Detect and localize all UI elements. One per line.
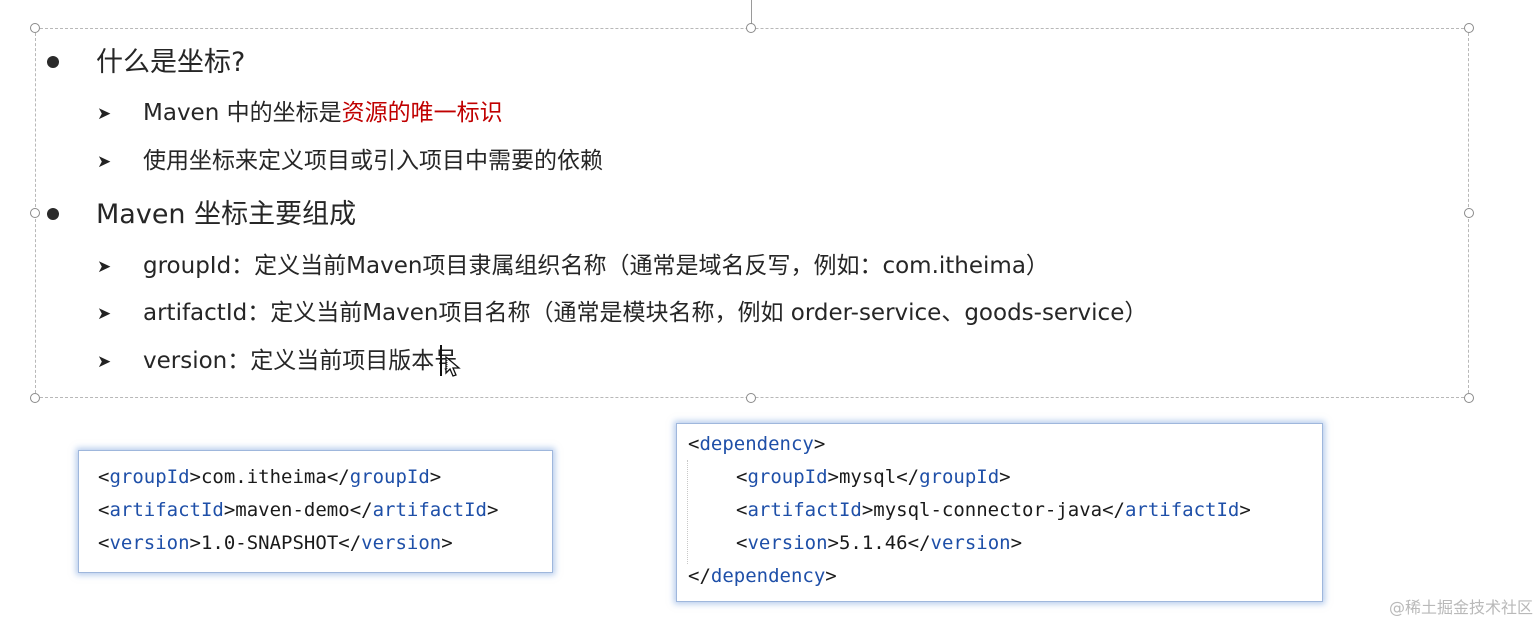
bullet-dot-icon <box>47 55 59 68</box>
section-heading-what-is-coordinate[interactable]: 什么是坐标? <box>47 48 245 78</box>
arrow-right-icon: ➤ <box>97 104 112 124</box>
rotation-handle-line[interactable] <box>751 0 752 24</box>
code-line-dependency-open: <dependency> <box>688 433 826 455</box>
bullet-dot-icon <box>47 207 59 220</box>
arrow-right-icon: ➤ <box>97 152 112 172</box>
mouse-pointer-icon <box>445 356 461 377</box>
code-snippet-project-coordinates: <groupId>com.itheima</groupId> <artifact… <box>78 450 553 573</box>
code-line-groupid: <groupId>mysql</groupId> <box>736 466 1011 488</box>
watermark: @稀土掘金技术社区 <box>1388 598 1533 617</box>
code-line-groupid: <groupId>com.itheima</groupId> <box>98 466 442 488</box>
resize-handle-bottom-left[interactable] <box>30 393 40 403</box>
resize-handle-bottom-center[interactable] <box>746 393 756 403</box>
list-item[interactable]: ➤Maven 中的坐标是资源的唯一标识 <box>97 98 503 130</box>
indent-guide <box>687 460 689 564</box>
code-line-dependency-close: </dependency> <box>688 565 837 587</box>
code-line-artifactid: <artifactId>mysql-connector-java</artifa… <box>736 499 1251 521</box>
text-caret <box>440 345 442 376</box>
list-item[interactable]: ➤version：定义当前项目版本号 <box>97 346 457 378</box>
code-line-version: <version>5.1.46</version> <box>736 532 1023 554</box>
resize-handle-middle-left[interactable] <box>30 208 40 218</box>
resize-handle-top-right[interactable] <box>1464 23 1474 33</box>
code-line-artifactid: <artifactId>maven-demo</artifactId> <box>98 499 499 521</box>
arrow-right-icon: ➤ <box>97 257 112 277</box>
resize-handle-top-left[interactable] <box>30 23 40 33</box>
resize-handle-top-center[interactable] <box>746 23 756 33</box>
code-line-version: <version>1.0-SNAPSHOT</version> <box>98 532 453 554</box>
list-item[interactable]: ➤artifactId：定义当前Maven项目名称（通常是模块名称，例如 ord… <box>97 298 1147 330</box>
resize-handle-middle-right[interactable] <box>1464 208 1474 218</box>
arrow-right-icon: ➤ <box>97 352 112 372</box>
code-snippet-dependency: <dependency> <groupId>mysql</groupId> <a… <box>676 423 1323 602</box>
resize-handle-bottom-right[interactable] <box>1464 393 1474 403</box>
arrow-right-icon: ➤ <box>97 304 112 324</box>
list-item[interactable]: ➤使用坐标来定义项目或引入项目中需要的依赖 <box>97 146 603 178</box>
list-item[interactable]: ➤groupId：定义当前Maven项目隶属组织名称（通常是域名反写，例如：co… <box>97 251 1049 283</box>
section-heading-coordinate-components[interactable]: Maven 坐标主要组成 <box>47 200 356 230</box>
